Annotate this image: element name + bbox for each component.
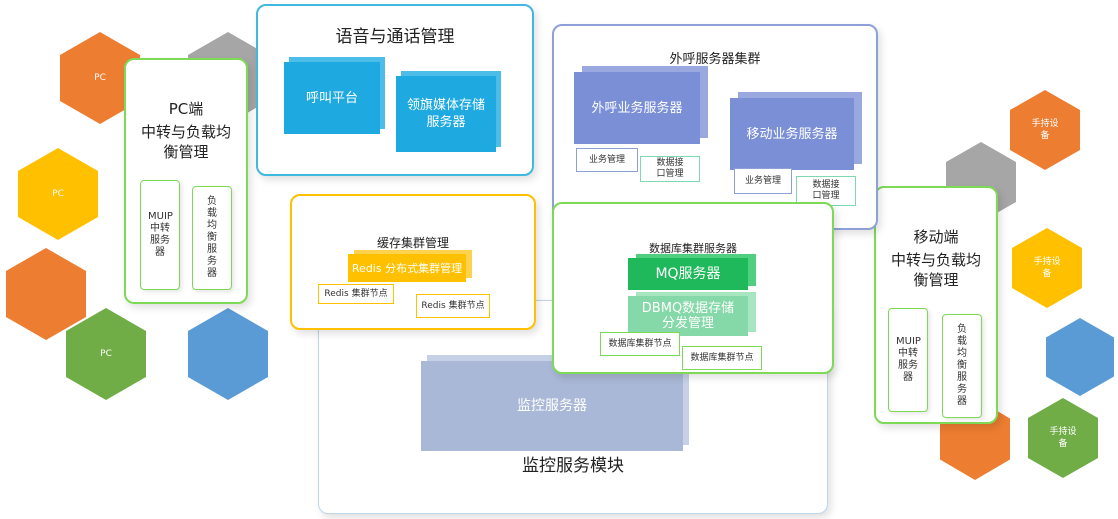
voice-panel: 语音与通话管理 呼叫平台 领旗媒体存储服务器	[256, 4, 534, 176]
mq-server-block: MQ服务器	[628, 258, 748, 290]
cache-panel: 缓存集群管理 Redis 分布式集群管理 Redis 集群节点 Redis 集群…	[290, 194, 536, 330]
pc-panel: PC端 中转与负载均衡管理 MUIP中转服务器 负载均衡服务器	[124, 58, 248, 304]
hexagon-pc-2: PC	[18, 148, 98, 240]
mobile-panel-title-line1: 移动端	[913, 228, 959, 246]
redis-node-2: Redis 集群节点	[416, 294, 490, 318]
monitor-server-block: 监控服务器	[421, 361, 683, 451]
monitor-panel-title: 监控服务模块	[522, 456, 624, 476]
outbound-panel-title: 外呼服务器集群	[669, 52, 761, 67]
outbound-sub-business: 业务管理	[576, 148, 638, 172]
db-panel: 数据库集群服务器 MQ服务器 DBMQ数据存储分发管理 数据库集群节点 数据库集…	[552, 202, 834, 374]
mobile-sub-business: 业务管理	[734, 168, 792, 194]
mobile-business-server: 移动业务服务器	[730, 98, 854, 170]
voice-panel-title: 语音与通话管理	[335, 27, 455, 47]
db-node-2: 数据库集群节点	[682, 346, 762, 370]
pc-muip-server: MUIP中转服务器	[140, 180, 180, 290]
mobile-muip-server: MUIP中转服务器	[888, 308, 928, 412]
outbound-business-server: 外呼业务服务器	[574, 72, 700, 144]
hexagon-handheld-1: 手持设备	[1010, 90, 1080, 170]
monitor-server-label: 监控服务器	[517, 397, 587, 414]
pc-panel-title-line1: PC端	[168, 100, 204, 118]
pc-panel-title-line2: 中转与负载均衡管理	[140, 123, 231, 161]
outbound-panel: 外呼服务器集群 外呼业务服务器 业务管理 数据接口管理 移动业务服务器 业务管理…	[552, 24, 878, 230]
dbmq-block: DBMQ数据存储分发管理	[628, 296, 748, 336]
hexagon-orange-2	[6, 248, 86, 340]
hexagon-handheld-3: 手持设备	[1028, 398, 1098, 478]
mobile-sub-data-interface: 数据接口管理	[796, 176, 856, 206]
outbound-sub-data-interface: 数据接口管理	[640, 156, 700, 182]
db-node-1: 数据库集群节点	[600, 332, 680, 356]
hexagon-blue-2	[1046, 318, 1114, 396]
call-platform-block: 呼叫平台	[284, 62, 380, 134]
redis-node-1: Redis 集群节点	[318, 284, 394, 304]
hexagon-handheld-2: 手持设备	[1012, 228, 1082, 308]
db-panel-title: 数据库集群服务器	[649, 242, 737, 255]
hexagon-blue-1	[188, 308, 268, 400]
redis-cluster-block: Redis 分布式集群管理	[348, 254, 466, 282]
mobile-panel: 移动端 中转与负载均衡管理 MUIP中转服务器 负载均衡服务器	[874, 186, 998, 424]
mobile-load-balancer: 负载均衡服务器	[942, 314, 982, 418]
media-storage-block: 领旗媒体存储服务器	[396, 76, 496, 152]
pc-load-balancer: 负载均衡服务器	[192, 186, 232, 290]
hexagon-pc-3: PC	[66, 308, 146, 400]
mobile-panel-title-line2: 中转与负载均衡管理	[890, 251, 981, 289]
cache-panel-title: 缓存集群管理	[376, 236, 449, 250]
